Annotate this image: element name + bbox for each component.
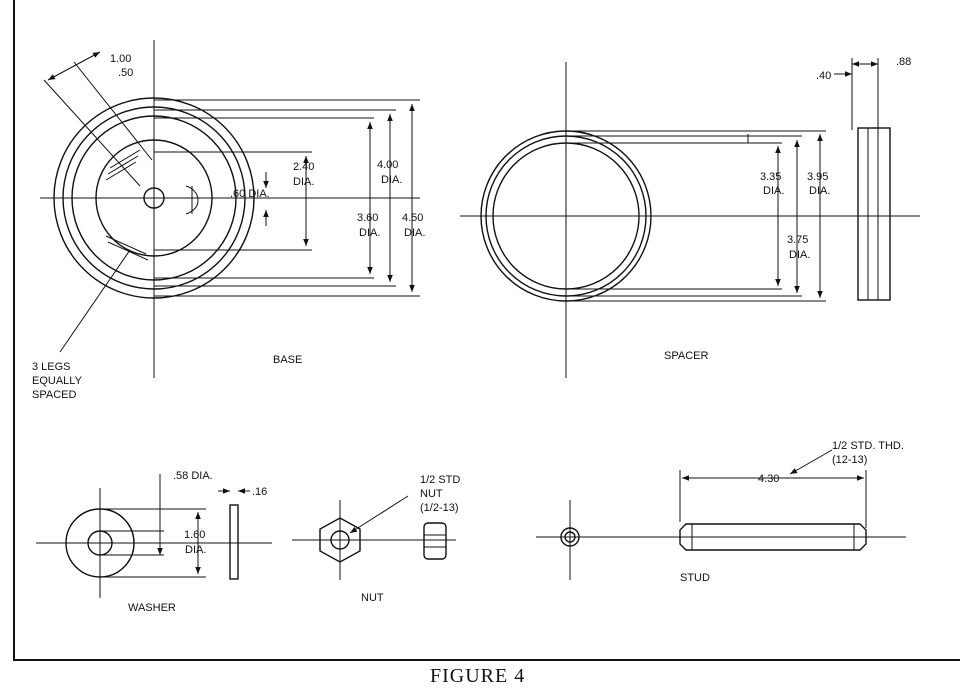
base-circle-3-60 [71,115,237,281]
leg-hatch-upper [105,149,141,181]
spacer-side-view [857,127,891,301]
leg-hatch-lower [105,235,149,261]
base-dim-1-00: 1.00 [110,53,131,65]
base-dim-4-50-a: 4.50 [402,212,423,224]
base-dim-2-40-b: DIA. [293,176,314,188]
nut-view [292,495,456,580]
base-dim-3-60-b: DIA. [359,227,380,239]
nut-callout-3: (1/2-13) [420,502,459,514]
base-view [40,40,420,378]
washer-side-view [229,504,239,580]
base-dim-4-00-a: 4.00 [377,159,398,171]
spacer-dim-88: .88 [896,56,911,68]
legs-note-3: SPACED [32,389,76,401]
spacer-title: SPACER [664,350,708,362]
stud-dim-4-30: 4.30 [758,473,779,485]
base-dim-50: .50 [118,67,133,79]
base-dim-2-40-a: 2.40 [293,161,314,173]
spacer-view [460,58,920,378]
drawing-border [13,0,960,661]
legs-note-2: EQUALLY [32,375,83,387]
washer-title: WASHER [128,602,176,614]
nut-hexagon [319,517,361,563]
stud-end-inner [564,531,576,543]
stud-thread-1: 1/2 STD. THD. [832,440,904,452]
base-circle-4-00 [62,106,246,290]
washer-dim-58: .58 DIA. [173,470,213,482]
spacer-dim-3-35-b: DIA. [763,185,784,197]
stud-body [679,523,867,551]
stud-title: STUD [680,572,710,584]
stud-view [536,449,906,580]
base-title: BASE [273,354,302,366]
washer-dim-16: .16 [252,486,267,498]
stud-end-outer [560,527,580,547]
spacer-dim-3-75-b: DIA. [789,249,810,261]
washer-dim-1-60-a: 1.60 [184,529,205,541]
base-outer-circle [53,97,255,299]
base-center-hole [143,187,165,209]
washer-view [36,474,272,598]
stud-thread-2: (12-13) [832,454,867,466]
stud-leader [789,449,833,475]
spacer-dim-3-75-a: 3.75 [787,234,808,246]
legs-leader [59,249,131,353]
spacer-dim-3-35-a: 3.35 [760,171,781,183]
nut-hole [330,530,350,550]
spacer-dim-40: .40 [816,70,831,82]
spacer-dim-3-95-a: 3.95 [807,171,828,183]
base-dim-60: .60 DIA. [230,188,270,200]
base-dim-4-50-b: DIA. [404,227,425,239]
washer-dim-1-60-b: DIA. [185,544,206,556]
base-circle-2-40 [95,139,213,257]
nut-callout-1: 1/2 STD [420,474,460,486]
figure-caption: FIGURE 4 [430,665,525,687]
nut-leader [349,495,409,534]
leg-hatch-right [185,185,199,215]
base-dim-3-60-a: 3.60 [357,212,378,224]
nut-title: NUT [361,592,384,604]
spacer-dim-3-95-b: DIA. [809,185,830,197]
base-dim-4-00-b: DIA. [381,174,402,186]
legs-note-1: 3 LEGS [32,361,71,373]
nut-side-view [423,522,447,560]
nut-callout-2: NUT [420,488,443,500]
